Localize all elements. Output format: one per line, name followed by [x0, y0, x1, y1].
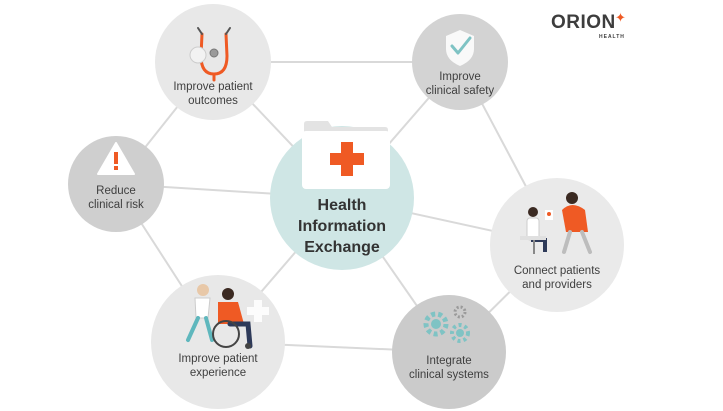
label-experience: Improve patient experience: [158, 352, 278, 380]
orion-health-logo: ORION ✦ HEALTH: [551, 10, 651, 42]
label-line: Improve patient: [178, 353, 258, 365]
label-line: clinical safety: [425, 85, 495, 97]
logo-wordmark: ORION: [551, 12, 616, 33]
label-integrate: Integrate clinical systems: [389, 354, 509, 382]
label-reduce-risk: Reduce clinical risk: [56, 184, 176, 212]
folder-icon: [302, 121, 390, 189]
node-experience: [151, 275, 285, 409]
shield-check-icon: [446, 30, 474, 66]
medical-cross-icon: [330, 142, 364, 176]
node-reduce-risk: [68, 136, 164, 232]
label-line: Integrate: [426, 355, 472, 367]
label-line: and providers: [522, 279, 592, 291]
label-line: Connect patients: [513, 265, 601, 277]
node-integrate: [392, 295, 506, 409]
label-connect: Connect patients and providers: [497, 264, 617, 292]
label-line: clinical risk: [88, 199, 144, 211]
warning-icon: [97, 142, 135, 175]
label-line: Reduce: [96, 185, 136, 197]
node-connect: [490, 178, 624, 312]
label-line: clinical systems: [409, 369, 489, 381]
label-line: outcomes: [188, 95, 238, 107]
label-line: experience: [189, 367, 247, 379]
doctor-patient-illustration: [520, 192, 592, 254]
label-line: Improve: [439, 71, 481, 83]
stethoscope-icon: [189, 27, 231, 82]
wheelchair-illustration: [186, 284, 269, 349]
center-title-line: Information: [298, 218, 386, 235]
label-line: Improve patient: [173, 81, 253, 93]
center-title-line: Exchange: [304, 239, 380, 256]
gears-icon: [423, 305, 470, 343]
logo-subtext: HEALTH: [599, 34, 625, 40]
label-improve-outcomes: Improve patient outcomes: [153, 80, 273, 108]
center-title-line: Health: [317, 197, 367, 214]
logo-star-icon: ✦: [615, 10, 626, 25]
label-improve-safety: Improve clinical safety: [400, 70, 520, 98]
center-title: Health Information Exchange: [267, 195, 417, 258]
node-improve-outcomes: [155, 4, 271, 120]
